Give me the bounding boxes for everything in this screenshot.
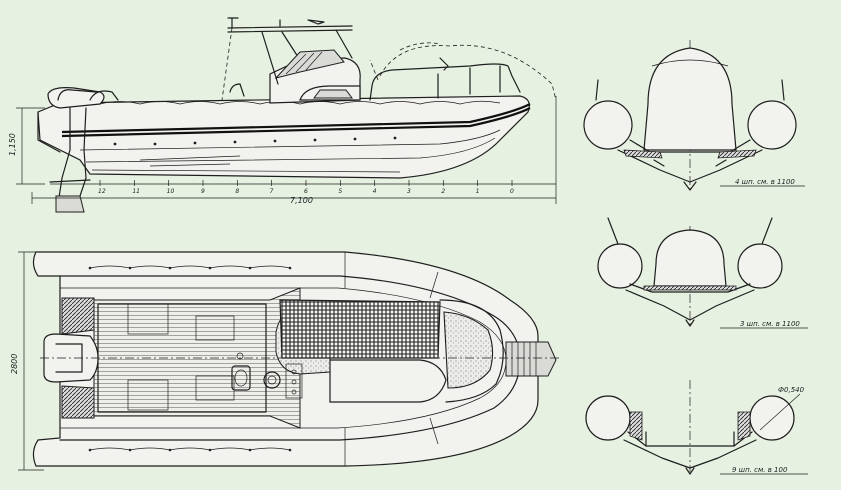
section-2-label: 3 шп. см. в 1100: [740, 320, 800, 328]
frame-number: 5: [338, 188, 342, 195]
height-dimension: 1,150: [8, 107, 45, 185]
frame-number: 12: [98, 188, 106, 195]
section-1: 4 шп. см. в 1100: [583, 40, 805, 191]
beam-dimension: 2800: [10, 251, 44, 471]
frame-number: 10: [167, 188, 175, 195]
side-console-cabin: [221, 17, 361, 104]
tube-diameter-label: Ф0,540: [778, 386, 805, 394]
stern-cone-lower: [61, 385, 95, 419]
stern-cone-upper: [61, 297, 95, 335]
frame-number: 4: [373, 188, 377, 195]
plan-view: 2800: [10, 251, 560, 471]
frame-number: 8: [235, 188, 239, 195]
frame-number: 7: [270, 188, 274, 195]
frame-number: 1: [476, 188, 480, 195]
section-3-label: 9 шп. см. в 100: [732, 466, 788, 474]
length-label: 7,100: [290, 196, 313, 205]
section-1-label: 4 шп. см. в 1100: [735, 178, 795, 186]
side-view: 1,150: [8, 17, 557, 213]
beam-label: 2800: [10, 354, 19, 374]
plan-console: [231, 352, 447, 403]
side-hull: [37, 95, 530, 179]
height-label: 1,150: [8, 133, 17, 156]
frame-number: 0: [510, 188, 514, 195]
plan-ttop-canopy: [279, 299, 441, 359]
section-2: 3 шп. см. в 1100: [597, 217, 808, 329]
length-dimension: 7,100: [31, 96, 557, 205]
frame-number: 6: [304, 188, 308, 195]
section-3: Ф0,540 9 шп. см. в 100: [585, 380, 808, 475]
frame-number: 9: [201, 188, 205, 195]
plan-bow-cabin: [443, 311, 494, 389]
frame-number: 11: [132, 188, 140, 195]
frame-number: 2: [441, 188, 445, 195]
frame-number: 3: [407, 188, 411, 195]
side-rubstrake: [61, 103, 531, 134]
